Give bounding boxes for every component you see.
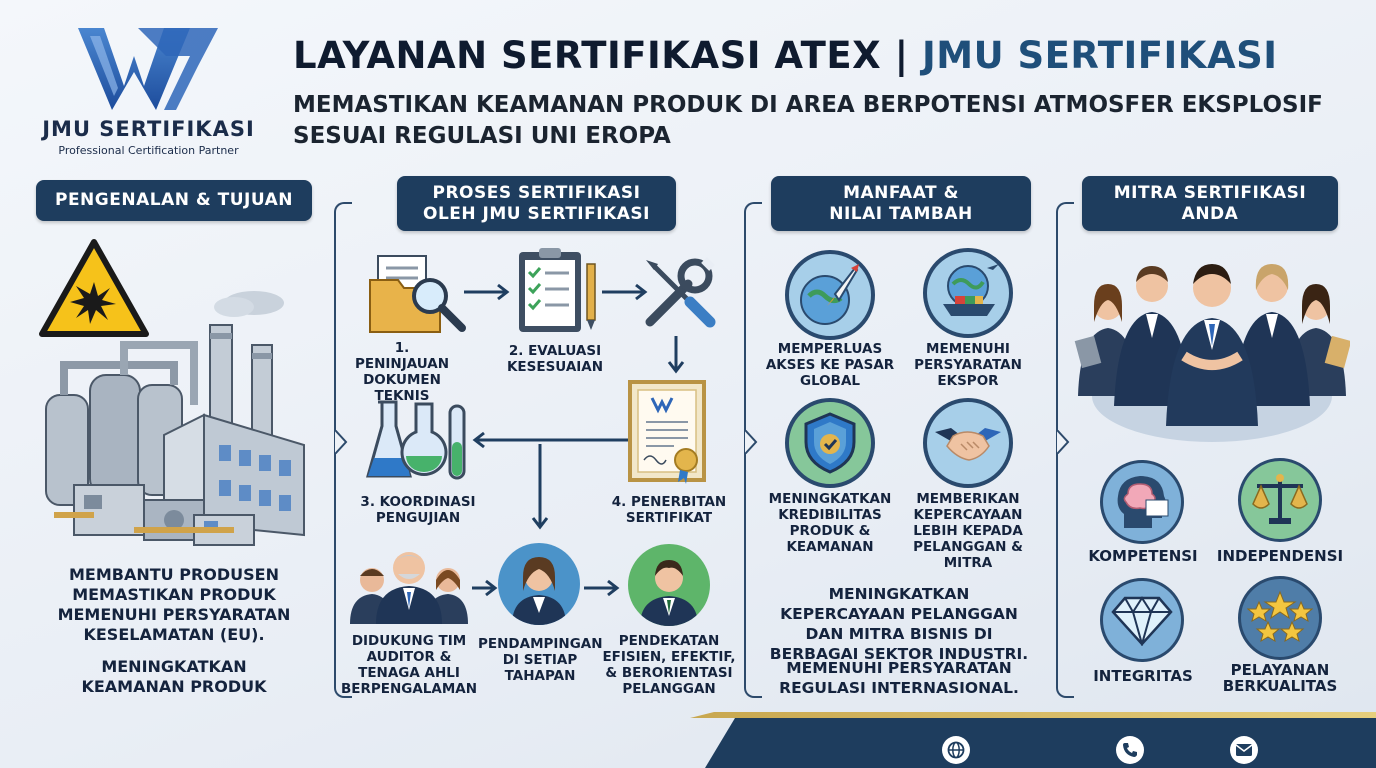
five-stars-icon <box>1247 590 1313 643</box>
professional-team-icon <box>1074 264 1350 442</box>
benefits-bracket-notch <box>744 430 758 454</box>
intro-paragraph-1: MEMBANTU PRODUSEN MEMASTIKAN PRODUK MEME… <box>57 565 291 644</box>
consultant-avatar <box>498 543 580 625</box>
auditor-team-icon <box>350 552 468 624</box>
footer-bar <box>705 718 1376 768</box>
ship-globe-icon <box>943 264 999 316</box>
arrow-right-icon <box>584 579 620 597</box>
diamond-icon <box>1111 596 1173 646</box>
title-accent: JMU SERTIFIKASI <box>922 34 1278 77</box>
competence-badge <box>1100 460 1184 544</box>
rocket-globe-icon <box>800 264 859 325</box>
arrow-right-icon <box>602 283 648 301</box>
arrow-right-icon <box>464 283 510 301</box>
benefits-paragraph-1: MENINGKATKAN KEPERCAYAAN PELANGGAN DAN M… <box>769 585 1029 663</box>
customer-avatar <box>628 544 710 626</box>
arrow-right-icon <box>472 579 498 597</box>
process-bracket-notch <box>334 430 348 454</box>
industrial-plant-icon <box>45 291 305 546</box>
arrow-down-icon <box>667 336 685 374</box>
brand-name: JMU SERTIFIKASI <box>42 117 255 141</box>
step-4-label: 4. PENERBITAN SERTIFIKAT <box>611 494 727 526</box>
benefits-header: MANFAAT & NILAI TAMBAH <box>771 176 1031 231</box>
benefits-header-line-2: NILAI TAMBAH <box>829 203 973 224</box>
value-2-label: INDEPENDENSI <box>1216 547 1344 565</box>
businessman-icon <box>640 560 698 626</box>
process-header-line-1: PROSES SERTIFIKASI <box>432 182 641 203</box>
global-market-badge <box>785 250 875 340</box>
footer-gold-stripe <box>690 712 1376 718</box>
benefit-4-label: MEMBERIKAN KEPERCAYAAN LEBIH KEPADA PELA… <box>913 491 1023 571</box>
mail-icon[interactable] <box>1230 736 1258 764</box>
certificate-icon <box>628 380 706 484</box>
lab-flasks-icon <box>366 400 466 480</box>
support-label-1: DIDUKUNG TIM AUDITOR & TENAGA AHLI BERPE… <box>340 633 478 697</box>
value-4-label: PELAYANAN BERKUALITAS <box>1222 661 1338 695</box>
brand-tagline: Professional Certification Partner <box>58 144 239 157</box>
benefits-header-line-1: MANFAAT & <box>843 182 959 203</box>
intro-paragraph-2: MENINGKATKAN KEAMANAN PRODUK <box>81 657 267 696</box>
shield-check-icon <box>804 412 856 474</box>
checklist-clipboard-icon <box>519 248 596 332</box>
subtitle-line-2: SESUAI REGULASI UNI EROPA <box>293 123 671 149</box>
benefit-3-label: MENINGKATKAN KREDIBILITAS PRODUK & KEAMA… <box>768 491 892 555</box>
step-1-label: 1. PENINJAUAN DOKUMEN TEKNIS <box>354 340 450 404</box>
arrow-left-icon <box>472 431 628 449</box>
arrow-down-icon <box>531 444 549 530</box>
handshake-icon <box>935 428 1001 461</box>
step-2-label: 2. EVALUASI KESESUAIAN <box>506 343 604 375</box>
phone-icon[interactable] <box>1116 736 1144 764</box>
support-label-3: PENDEKATAN EFISIEN, EFEKTIF, & BERORIENT… <box>602 633 736 697</box>
export-badge <box>923 248 1013 338</box>
wrench-screwdriver-icon <box>645 257 716 328</box>
process-header: PROSES SERTIFIKASI OLEH JMU SERTIFIKASI <box>397 176 676 231</box>
trust-badge <box>923 398 1013 488</box>
woman-consultant-icon <box>512 557 566 625</box>
value-1-label: KOMPETENSI <box>1088 547 1198 565</box>
benefits-paragraph-2: MEMENUHI PERSYARATAN REGULASI INTERNASIO… <box>779 659 1019 697</box>
brain-head-icon <box>1117 476 1169 528</box>
brand-logo-icon <box>78 28 218 110</box>
page-title: LAYANAN SERTIFIKASI ATEX | JMU SERTIFIKA… <box>293 34 1278 77</box>
scales-of-justice-icon <box>1252 474 1308 524</box>
intro-header: PENGENALAN & TUJUAN <box>36 180 312 221</box>
subtitle-line-1: MEMASTIKAN KEAMANAN PRODUK DI AREA BERPO… <box>293 92 1323 118</box>
value-3-label: INTEGRITAS <box>1093 667 1193 685</box>
process-header-line-2: OLEH JMU SERTIFIKASI <box>423 203 650 224</box>
step-3-label: 3. KOORDINASI PENGUJIAN <box>360 494 476 526</box>
integrity-badge <box>1100 578 1184 662</box>
title-main: LAYANAN SERTIFIKASI ATEX | <box>293 34 909 77</box>
partner-bracket-notch <box>1056 430 1070 454</box>
independence-badge <box>1238 458 1322 542</box>
document-review-icon <box>369 255 466 333</box>
support-label-2: PENDAMPINGAN DI SETIAP TAHAPAN <box>478 636 603 684</box>
benefit-1-label: MEMPERLUAS AKSES KE PASAR GLOBAL <box>765 341 895 389</box>
quality-service-badge <box>1238 576 1322 660</box>
partner-header-line-1: MITRA SERTIFIKASI <box>1113 182 1307 203</box>
partner-header-line-2: ANDA <box>1181 203 1239 224</box>
globe-icon[interactable] <box>942 736 970 764</box>
benefit-2-label: MEMENUHI PERSYARATAN EKSPOR <box>914 341 1022 389</box>
explosion-warning-icon <box>39 239 149 337</box>
page-subtitle: MEMASTIKAN KEAMANAN PRODUK DI AREA BERPO… <box>293 90 1353 152</box>
credibility-badge <box>785 398 875 488</box>
partner-header: MITRA SERTIFIKASI ANDA <box>1082 176 1338 231</box>
